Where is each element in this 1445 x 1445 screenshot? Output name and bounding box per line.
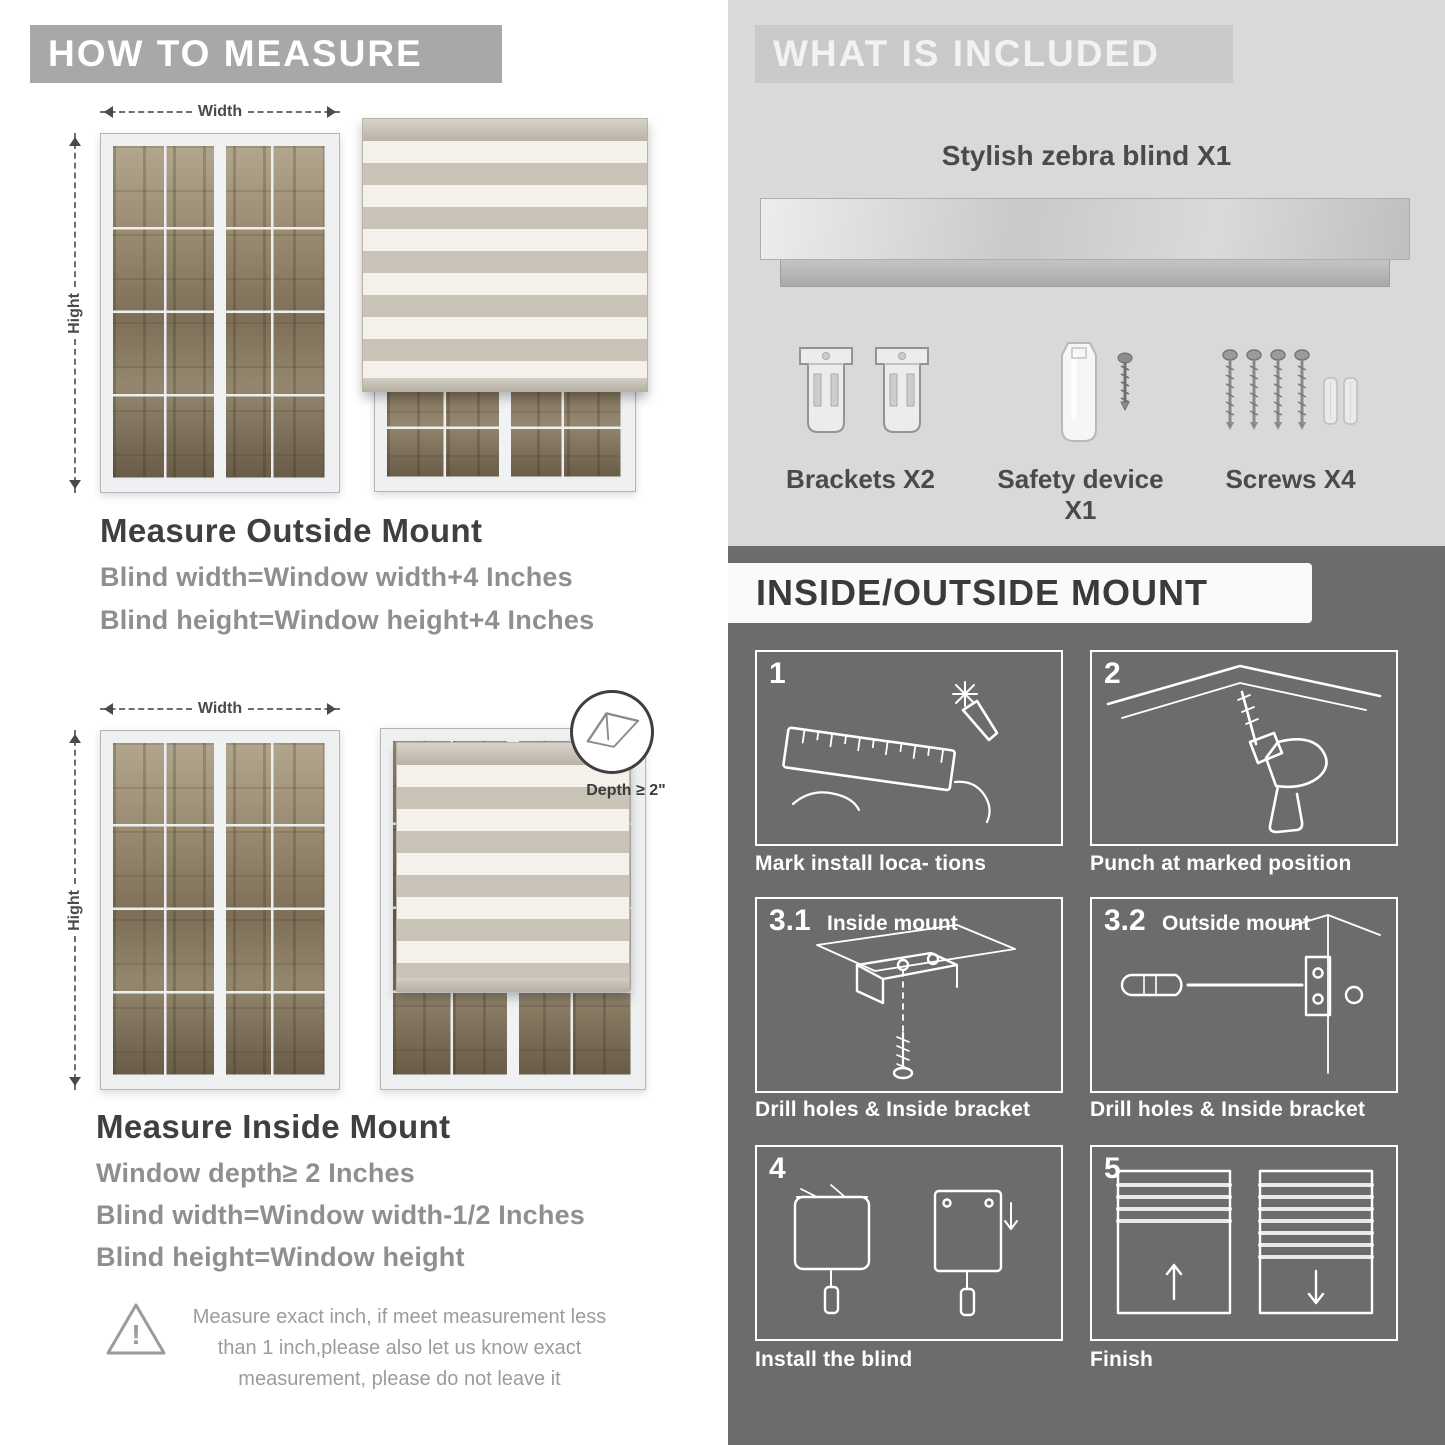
height-label: Hight bbox=[66, 292, 83, 334]
product-label: Stylish zebra blind X1 bbox=[941, 140, 1232, 171]
step-3-2-illustration bbox=[1120, 914, 1381, 1074]
screws-label: Screws X4 bbox=[1225, 464, 1356, 494]
step-number: 3.1 bbox=[769, 904, 811, 937]
window-panes bbox=[113, 146, 327, 480]
step-number: 2 bbox=[1104, 657, 1121, 690]
arrow-line bbox=[69, 730, 81, 884]
height-measure-arrow-inside: Hight bbox=[64, 730, 86, 1090]
blind-headrail-illustration bbox=[760, 198, 1410, 260]
window-corner-detail-icon bbox=[586, 712, 640, 748]
window-illustration-inside bbox=[100, 730, 340, 1090]
outside-formula-width: Blind width=Window width+4 Inches bbox=[100, 562, 573, 592]
step-panel-1: 1 bbox=[755, 650, 1063, 846]
depth-callout-circle bbox=[570, 690, 654, 774]
step-4-illustration bbox=[793, 1184, 1018, 1317]
step-number: 3.2 bbox=[1104, 904, 1146, 937]
warning-mark: ! bbox=[131, 1319, 140, 1350]
step-panel-5: 5 bbox=[1090, 1145, 1398, 1341]
mount-header: INSIDE/OUTSIDE MOUNT bbox=[728, 563, 1312, 623]
arrow-line bbox=[69, 339, 81, 493]
arrow-line bbox=[248, 106, 340, 118]
safety-device-icon bbox=[1061, 342, 1097, 442]
outside-mount-figure bbox=[362, 118, 648, 492]
warning-text: Measure exact inch, if meet measurement … bbox=[192, 1306, 607, 1390]
inside-mount-title: Measure Inside Mount bbox=[96, 1108, 451, 1145]
blind-headrail bbox=[363, 119, 647, 141]
warning-icon: ! bbox=[106, 1303, 166, 1355]
zebra-blind-outside bbox=[362, 118, 648, 392]
width-measure-arrow-outside: Width bbox=[100, 102, 340, 122]
zebra-blind-inside bbox=[396, 742, 630, 992]
arrow-line bbox=[69, 936, 81, 1090]
window-panes bbox=[113, 743, 327, 1077]
step-number: 5 bbox=[1104, 1152, 1121, 1185]
how-to-measure-section: HOW TO MEASURE Width Hight Measure Outsi… bbox=[0, 0, 700, 1445]
inside-formula-height: Blind height=Window height bbox=[96, 1242, 465, 1272]
safety-device-label: Safety device X1 bbox=[997, 464, 1164, 525]
screw-icon bbox=[1117, 352, 1133, 412]
inside-depth-line: Window depth≥ 2 Inches bbox=[96, 1158, 415, 1188]
step-1-caption: Mark install loca- tions bbox=[755, 852, 987, 875]
outside-mount-title: Measure Outside Mount bbox=[100, 512, 483, 549]
step-2-illustration bbox=[1106, 664, 1382, 834]
width-measure-arrow-inside: Width bbox=[100, 699, 340, 719]
what-is-included-header: WHAT IS INCLUDED bbox=[755, 25, 1233, 83]
step-sublabel: Outside mount bbox=[1162, 912, 1311, 935]
blind-bottomrail bbox=[363, 378, 647, 391]
how-to-measure-header: HOW TO MEASURE bbox=[30, 25, 502, 83]
bracket-icon bbox=[875, 347, 929, 433]
bracket-icon bbox=[799, 347, 853, 433]
arrow-line bbox=[100, 106, 192, 118]
width-label: Width bbox=[197, 103, 243, 120]
step-4-caption: Install the blind bbox=[755, 1348, 913, 1371]
step-2-caption: Punch at marked position bbox=[1090, 852, 1352, 875]
depth-label: Depth ≥ 2" bbox=[586, 782, 666, 799]
width-label: Width bbox=[197, 700, 243, 717]
blind-bottomrail bbox=[397, 978, 629, 991]
step-panel-3-2: 3.2 Outside mount bbox=[1090, 897, 1398, 1093]
step-3-2-caption: Drill holes & Inside bracket bbox=[1090, 1098, 1366, 1121]
step-3-1-caption: Drill holes & Inside bracket bbox=[755, 1098, 1031, 1121]
arrow-line bbox=[100, 703, 192, 715]
arrow-line bbox=[69, 133, 81, 287]
blind-bottomrail-illustration bbox=[780, 260, 1390, 287]
inside-mount-figure bbox=[380, 728, 646, 1090]
anchor-icon bbox=[1323, 377, 1358, 425]
step-5-caption: Finish bbox=[1090, 1348, 1154, 1371]
mount-instructions-section: INSIDE/OUTSIDE MOUNT 1 Mark install loca… bbox=[728, 546, 1445, 1445]
blind-headrail bbox=[397, 743, 629, 765]
step-number: 1 bbox=[769, 657, 786, 690]
step-3-1-illustration bbox=[816, 924, 1016, 1080]
step-panel-2: 2 bbox=[1090, 650, 1398, 846]
height-label: Hight bbox=[66, 889, 83, 931]
brackets-label: Brackets X2 bbox=[786, 464, 935, 494]
height-measure-arrow-outside: Hight bbox=[64, 133, 86, 493]
step-1-illustration bbox=[782, 681, 999, 824]
step-sublabel: Inside mount bbox=[827, 912, 958, 935]
step-number: 4 bbox=[769, 1152, 786, 1185]
inside-formula-width: Blind width=Window width-1/2 Inches bbox=[96, 1200, 586, 1230]
window-illustration-outside bbox=[100, 133, 340, 493]
what-is-included-section: WHAT IS INCLUDED Stylish zebra blind X1 bbox=[728, 0, 1445, 546]
step-panel-3-1: 3.1 Inside mount bbox=[755, 897, 1063, 1093]
step-5-illustration bbox=[1116, 1169, 1374, 1315]
screws-icon bbox=[1221, 348, 1358, 432]
arrow-line bbox=[248, 703, 340, 715]
step-panel-4: 4 bbox=[755, 1145, 1063, 1341]
outside-formula-height: Blind height=Window height+4 Inches bbox=[100, 605, 595, 635]
